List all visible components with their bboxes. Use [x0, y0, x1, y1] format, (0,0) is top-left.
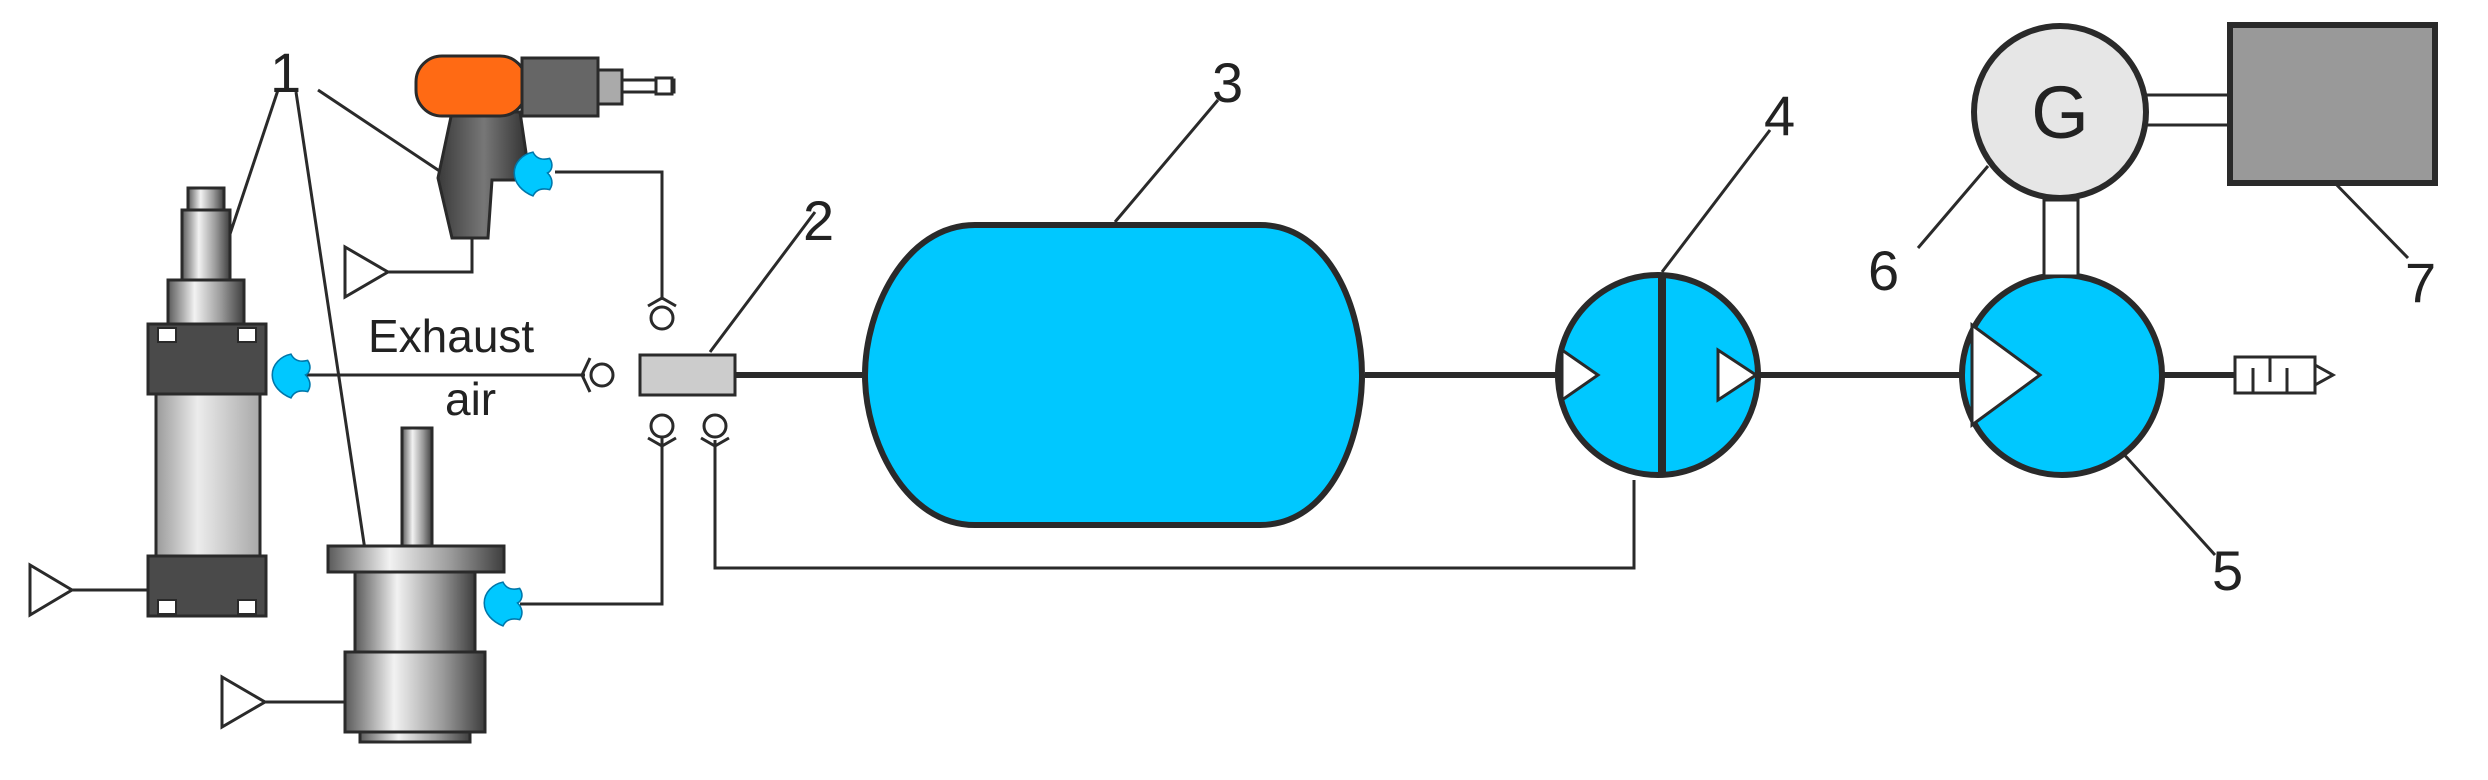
leader-6	[1916, 165, 1990, 249]
motor-base	[343, 650, 487, 734]
leader-lines	[226, 88, 2410, 557]
pneumatic-air-gun	[414, 54, 676, 240]
compressor	[1959, 272, 2165, 478]
motor-foot	[358, 730, 472, 744]
motor-body	[353, 570, 477, 654]
check-valves	[580, 296, 730, 448]
leader-7	[2328, 176, 2410, 260]
air-distributor	[638, 353, 737, 397]
gun-head	[520, 56, 600, 118]
check-valve-icon	[647, 296, 677, 331]
cylinder-rod	[180, 208, 232, 284]
leader-4	[1660, 129, 1772, 273]
gun-chuck	[596, 68, 624, 106]
generator-compressor-shaft	[2042, 198, 2080, 278]
generator-symbol: G	[2031, 71, 2089, 154]
label-1: 1	[270, 41, 301, 104]
air-supply-triangle-icon	[220, 674, 268, 730]
exhaust-air-label-line1: Exhaust	[368, 310, 534, 362]
motor-flange	[326, 544, 506, 574]
air-supply-triangle-icon	[28, 562, 75, 618]
gun-handle	[436, 110, 532, 240]
motor-shaft	[400, 426, 434, 548]
check-valve-icon	[647, 413, 677, 448]
pneumatic-cylinder	[146, 186, 268, 618]
label-5: 5	[2212, 539, 2243, 602]
motor-supply-line	[520, 430, 664, 606]
label-4: 4	[1764, 84, 1795, 147]
air-pressure-drop-icon	[483, 581, 523, 627]
label-3: 3	[1212, 51, 1243, 114]
drive-motor	[2227, 22, 2438, 186]
leader-1-motor	[294, 91, 367, 551]
return-line	[713, 440, 1636, 570]
pneumatic-air-motor	[326, 426, 506, 744]
air-pressure-drop-icon	[271, 353, 311, 399]
cylinder-gland	[166, 278, 246, 326]
air-supply-triangle-icon	[343, 244, 391, 300]
label-6: 6	[1868, 239, 1899, 302]
generator	[1971, 23, 2232, 278]
leader-1-cylinder	[226, 89, 280, 241]
cylinder-barrel	[154, 392, 262, 558]
label-7: 7	[2405, 251, 2436, 314]
expander	[1555, 272, 1761, 478]
exhaust-air-label-line2: air	[445, 373, 496, 425]
leader-3	[1113, 99, 1220, 223]
leader-5	[2118, 448, 2217, 557]
gun-air-inlet-line	[388, 238, 474, 274]
leader-2	[708, 211, 817, 353]
generator-motor-shaft	[2136, 93, 2232, 127]
exhaust-muffler-icon	[2233, 355, 2337, 395]
check-valve-icon	[580, 357, 615, 393]
air-pressure-drop-icon	[513, 151, 553, 197]
receiver-tank	[861, 222, 1366, 528]
leader-1-gun	[317, 88, 451, 180]
check-valve-icon	[700, 413, 730, 448]
piping	[72, 170, 2235, 704]
label-2: 2	[803, 189, 834, 252]
gun-body-orange	[414, 54, 528, 118]
gun-supply-line	[555, 170, 664, 300]
cylinder-rod-cap	[186, 186, 226, 214]
